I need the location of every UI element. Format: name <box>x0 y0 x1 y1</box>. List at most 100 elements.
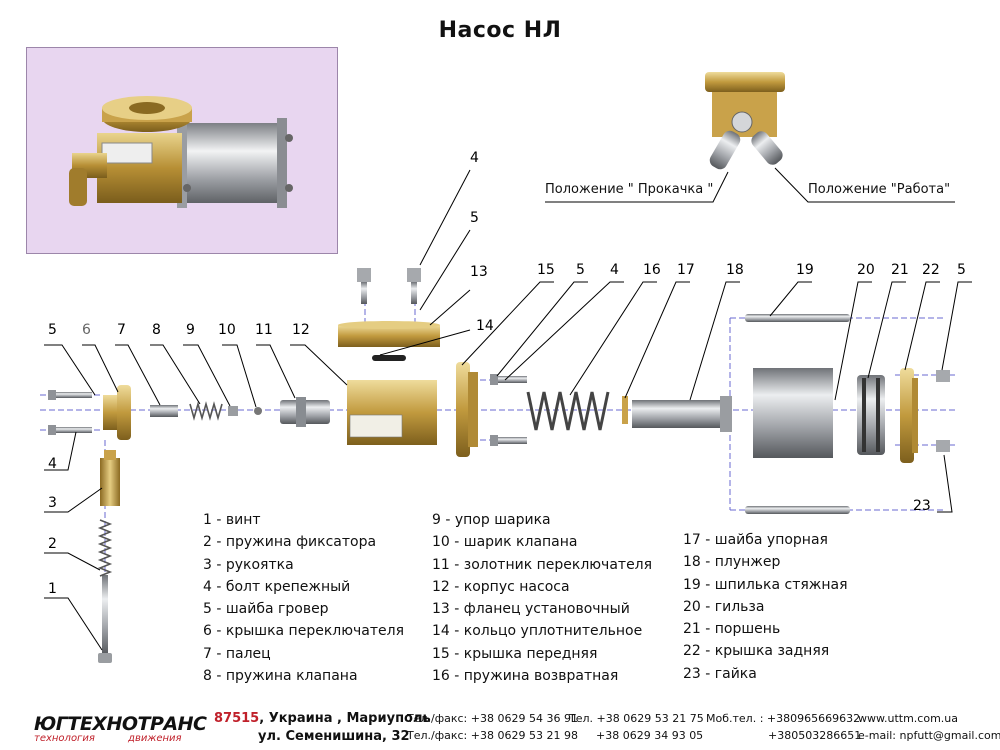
callout-10: 10 <box>218 322 236 338</box>
callout-11: 11 <box>255 322 273 338</box>
callout-23: 23 <box>913 498 931 514</box>
email-link[interactable]: e-mail: npfutt@gmail.com <box>858 729 1000 742</box>
callout-22: 22 <box>922 262 940 278</box>
legend-item: 17 - шайба упорная <box>683 532 828 548</box>
part-return-spring <box>526 391 610 431</box>
pump-photo-illustration <box>69 96 293 208</box>
callout-19: 19 <box>796 262 814 278</box>
callout-14: 14 <box>476 318 494 334</box>
part-bolts-top <box>357 268 421 304</box>
legend-item: 5 - шайба гровер <box>203 601 329 618</box>
part-tie-studs <box>745 314 850 514</box>
legend-item: 22 - крышка задняя <box>683 643 830 660</box>
company-logo: ЮГТЕХНОТРАНС <box>34 713 207 735</box>
legend-item: 9 - упор шарика <box>432 512 551 528</box>
legend-item: 21 - поршень <box>683 621 781 638</box>
legend-item: 18 - плунжер <box>683 554 781 571</box>
callout-1: 1 <box>48 581 57 597</box>
telfax-2: Тел./факс: +38 0629 53 21 98 <box>407 729 578 742</box>
legend-item: 15 - крышка передняя <box>432 645 598 662</box>
legend-item: 7 - палец <box>203 645 271 662</box>
part-piston <box>857 375 885 455</box>
postcode: 87515 <box>214 711 260 726</box>
address-city: , Украина , Мариуполь <box>259 711 431 726</box>
callout-7: 7 <box>117 322 126 338</box>
callout-2: 2 <box>48 536 57 552</box>
callout-17: 17 <box>677 262 695 278</box>
legend-item: 1 - винт <box>203 512 261 528</box>
callout-8: 8 <box>152 322 161 338</box>
part-nuts <box>936 370 950 452</box>
legend-item: 4 - болт крепежный <box>203 578 351 595</box>
product-photo <box>26 47 338 254</box>
part-plunger <box>632 396 732 432</box>
company-tagline: технология движения <box>34 733 182 744</box>
part-mounting-flange <box>338 321 440 347</box>
callout-21: 21 <box>891 262 909 278</box>
part-valve-spring <box>189 401 223 421</box>
legend-item: 23 - гайка <box>683 665 757 682</box>
exploded-view: 1 2 3 4 5 6 7 8 9 10 11 12 4 5 13 14 15 … <box>40 72 972 663</box>
part-ball-stop <box>228 406 238 416</box>
callout-5-front: 5 <box>576 262 585 278</box>
leader-lines <box>44 167 972 651</box>
part-sleeve <box>753 368 833 458</box>
position-detail <box>705 72 785 170</box>
callout-6: 6 <box>82 322 91 338</box>
legend-item: 3 - рукоятка <box>203 556 294 573</box>
tel-2: +38 0629 34 93 05 <box>596 729 704 742</box>
tagline-part-2: движения <box>128 733 182 744</box>
callout-20: 20 <box>857 262 875 278</box>
address-line-1: 87515, Украина , Мариуполь <box>214 711 431 726</box>
callout-5-rear: 5 <box>957 262 966 278</box>
legend-item: 20 - гильза <box>683 598 765 615</box>
tel-1: Тел. +38 0629 53 21 75 <box>569 712 704 725</box>
part-front-cover <box>456 362 478 457</box>
callout-numbers: 1 2 3 4 5 6 7 8 9 10 11 12 4 5 13 14 15 … <box>48 150 966 597</box>
legend-item: 6 - крышка переключателя <box>203 623 404 640</box>
legend-item: 14 - кольцо уплотнительное <box>432 623 643 640</box>
callout-15: 15 <box>537 262 555 278</box>
part-bolts-left <box>48 390 92 435</box>
part-screw <box>98 575 112 663</box>
legend-item: 16 - пружина возвратная <box>432 668 619 685</box>
callout-9: 9 <box>186 322 195 338</box>
legend-column-2: 9 - упор шарика 10 - шарик клапана 11 - … <box>432 509 652 687</box>
legend-column-3: 17 - шайба упорная 18 - плунжер 19 - шпи… <box>683 529 848 685</box>
part-seal-ring <box>372 355 406 361</box>
part-pin <box>150 405 178 417</box>
legend-item: 12 - корпус насоса <box>432 578 570 595</box>
callout-3: 3 <box>48 495 57 511</box>
callout-18: 18 <box>726 262 744 278</box>
legend-column-1: 1 - винт 2 - пружина фиксатора 3 - рукоя… <box>203 509 404 687</box>
callout-5: 5 <box>48 322 57 338</box>
callout-4: 4 <box>48 456 57 472</box>
mobile-2: +380503286651 <box>768 729 862 742</box>
label-working-position: Положение "Работа" <box>808 182 951 197</box>
telfax-1: Тел./факс: +38 0629 54 36 91 <box>407 712 578 725</box>
legend-item: 8 - пружина клапана <box>203 668 358 685</box>
callout-16: 16 <box>643 262 661 278</box>
legend-item: 10 - шарик клапана <box>432 534 578 551</box>
address-line-2: ул. Семенишина, 32 <box>258 729 410 744</box>
label-pumping-position: Положение " Прокачка " <box>545 182 714 197</box>
callout-4-front: 4 <box>610 262 619 278</box>
callout-4-top: 4 <box>470 150 479 166</box>
mobile-1: Моб.тел. : +380965669632 <box>706 712 861 725</box>
part-detent-spring <box>97 519 113 577</box>
callout-12: 12 <box>292 322 310 338</box>
part-pump-body <box>347 380 437 445</box>
part-handle <box>100 450 120 506</box>
part-bolts-front <box>490 374 527 446</box>
legend-item: 2 - пружина фиксатора <box>203 534 377 551</box>
website-link[interactable]: www.uttm.com.ua <box>858 712 958 725</box>
part-rear-cover <box>900 368 918 463</box>
part-switch-spool <box>280 397 330 427</box>
legend-item: 11 - золотник переключателя <box>432 556 653 573</box>
part-switch-cover <box>103 385 131 440</box>
legend-item: 13 - фланец установочный <box>432 601 630 618</box>
callout-13: 13 <box>470 264 488 280</box>
callout-5-top: 5 <box>470 210 479 226</box>
diagram-title: Насос НЛ <box>438 18 562 43</box>
